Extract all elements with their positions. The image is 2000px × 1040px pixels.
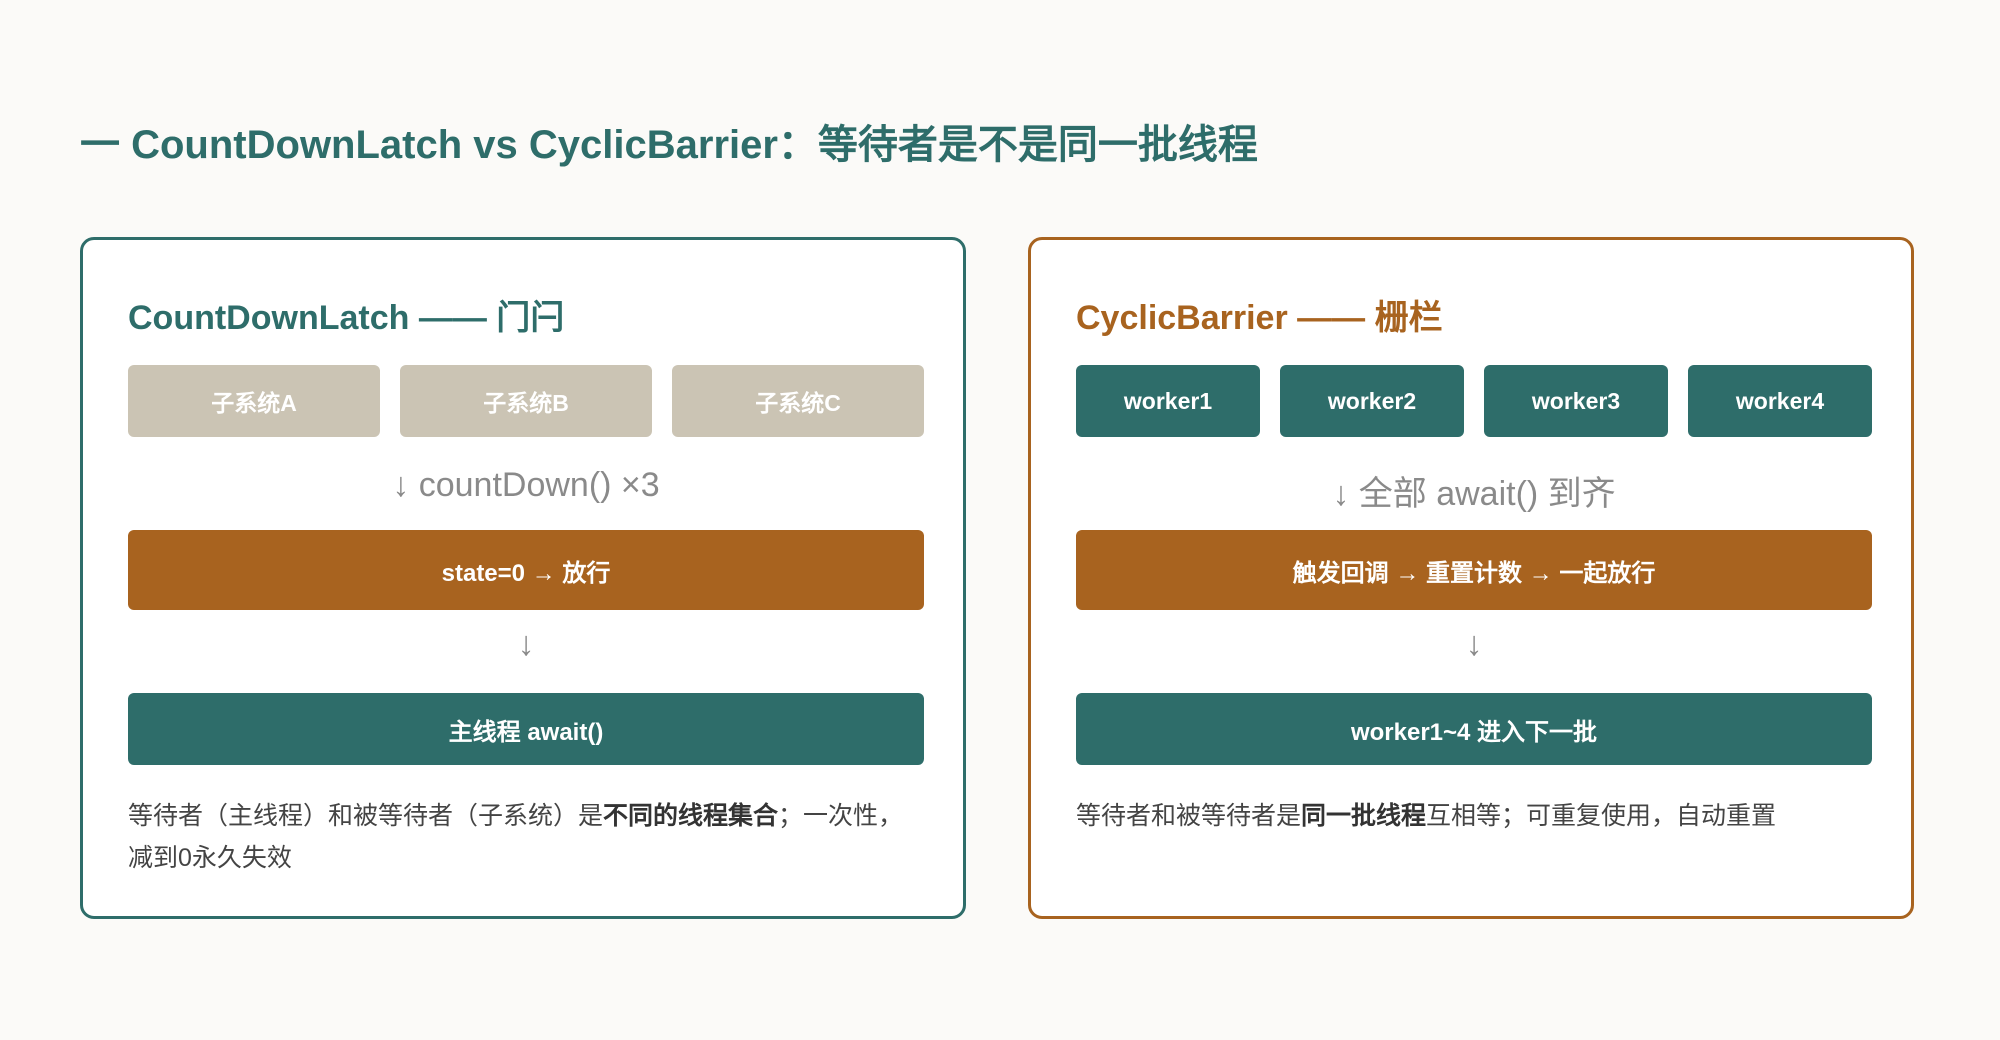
note-text: 等待者和被等待者是 [1076,802,1302,830]
worker2-chip: worker2 [1280,365,1464,437]
cyclicbarrier-title: CyclicBarrier —— 栅栏 [1076,299,1443,337]
page-title: 一 CountDownLatch vs CyclicBarrier：等待者是不是… [80,123,1258,167]
await-arrow-label: ↓ 全部 await() 到齐 [1332,475,1616,513]
release-bar: state=0 → 放行 [128,530,924,610]
next-batch-bar: worker1~4 进入下一批 [1076,693,1872,765]
cyclicbarrier-panel: CyclicBarrier —— 栅栏 worker1 worker2 work… [1028,237,1914,919]
note-emphasis: 同一批线程 [1301,802,1427,830]
trigger-callback-bar: 触发回调 → 重置计数 → 一起放行 [1076,530,1872,610]
note-text: 互相等；可重复使用，自动重置 [1426,802,1777,830]
cyclicbarrier-note: 等待者和被等待者是同一批线程互相等；可重复使用，自动重置 [1076,795,1866,837]
countdownlatch-panel: CountDownLatch —— 门闩 子系统A 子系统B 子系统C ↓ co… [80,237,966,919]
subsystem-a-chip: 子系统A [128,365,380,437]
worker3-chip: worker3 [1484,365,1668,437]
countdown-arrow-label: ↓ countDown() ×3 [392,466,660,504]
note-text: ；一次性，减到0永久失效 [128,802,904,872]
countdownlatch-title: CountDownLatch —— 门闩 [128,299,565,337]
main-thread-await-bar: 主线程 await() [128,693,924,765]
subsystem-b-chip: 子系统B [400,365,652,437]
subsystem-c-chip: 子系统C [672,365,924,437]
worker4-chip: worker4 [1688,365,1872,437]
note-text: 等待者（主线程）和被等待者（子系统）是 [128,802,604,830]
down-arrow: ↓ [1465,625,1483,663]
down-arrow: ↓ [517,625,535,663]
worker1-chip: worker1 [1076,365,1260,437]
note-emphasis: 不同的线程集合 [603,802,779,830]
countdownlatch-note: 等待者（主线程）和被等待者（子系统）是不同的线程集合；一次性，减到0永久失效 [128,795,918,879]
